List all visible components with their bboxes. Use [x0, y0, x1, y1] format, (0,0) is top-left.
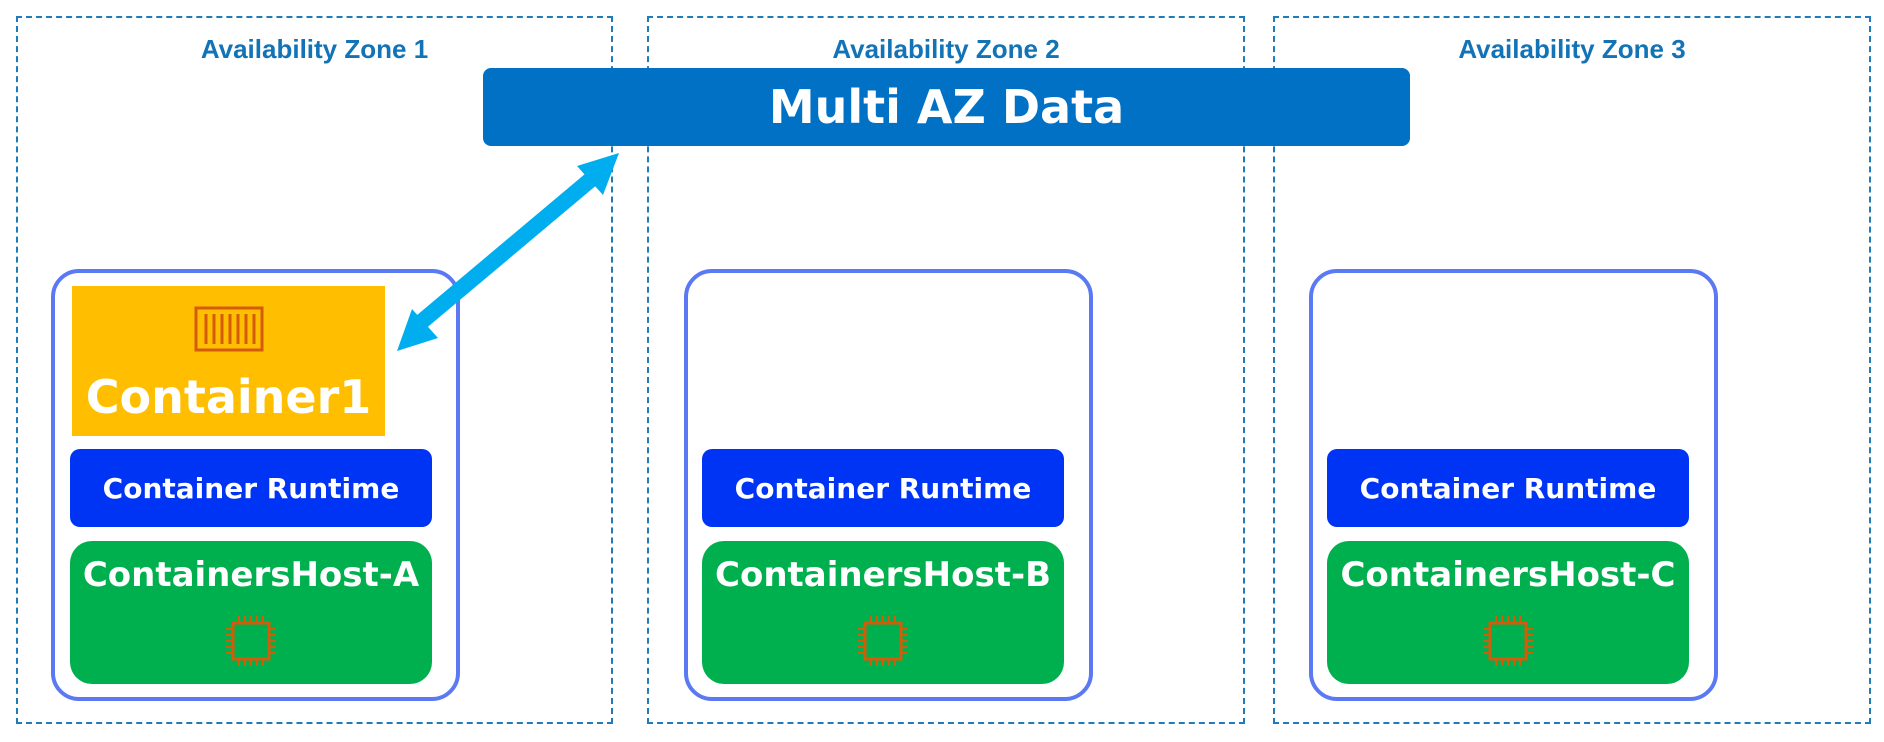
- container-runtime-c: Container Runtime: [1327, 449, 1689, 527]
- containers-host-b: ContainersHost-B: [702, 541, 1064, 684]
- host-label: ContainersHost-A: [82, 555, 420, 595]
- zone-title: Availability Zone 2: [832, 34, 1060, 64]
- availability-zone-1: Availability Zone 1: [16, 16, 613, 724]
- container-runtime-b: Container Runtime: [702, 449, 1064, 527]
- container-runtime-a: Container Runtime: [70, 449, 432, 527]
- host-label: ContainersHost-B: [715, 555, 1051, 595]
- chip-icon: [1483, 616, 1533, 666]
- chip-icon: [858, 616, 908, 666]
- host-label: ContainersHost-C: [1340, 555, 1676, 595]
- zone-title: Availability Zone 3: [1458, 34, 1686, 64]
- multi-az-data-label: Multi AZ Data: [768, 80, 1125, 134]
- container1-label: Container1: [85, 370, 372, 424]
- containers-host-c: ContainersHost-C: [1327, 541, 1689, 684]
- availability-zone-2: Availability Zone 2: [647, 16, 1245, 724]
- availability-zone-3: Availability Zone 3: [1273, 16, 1871, 724]
- runtime-label: Container Runtime: [102, 471, 400, 505]
- runtime-label: Container Runtime: [1359, 471, 1657, 505]
- multi-az-data-bar: Multi AZ Data: [483, 68, 1410, 146]
- runtime-label: Container Runtime: [734, 471, 1032, 505]
- containers-host-a: ContainersHost-A: [70, 541, 432, 684]
- container1-box: Container1: [72, 286, 385, 436]
- chip-icon: [226, 616, 276, 666]
- zone-title: Availability Zone 1: [200, 34, 429, 64]
- container-icon: [194, 306, 264, 352]
